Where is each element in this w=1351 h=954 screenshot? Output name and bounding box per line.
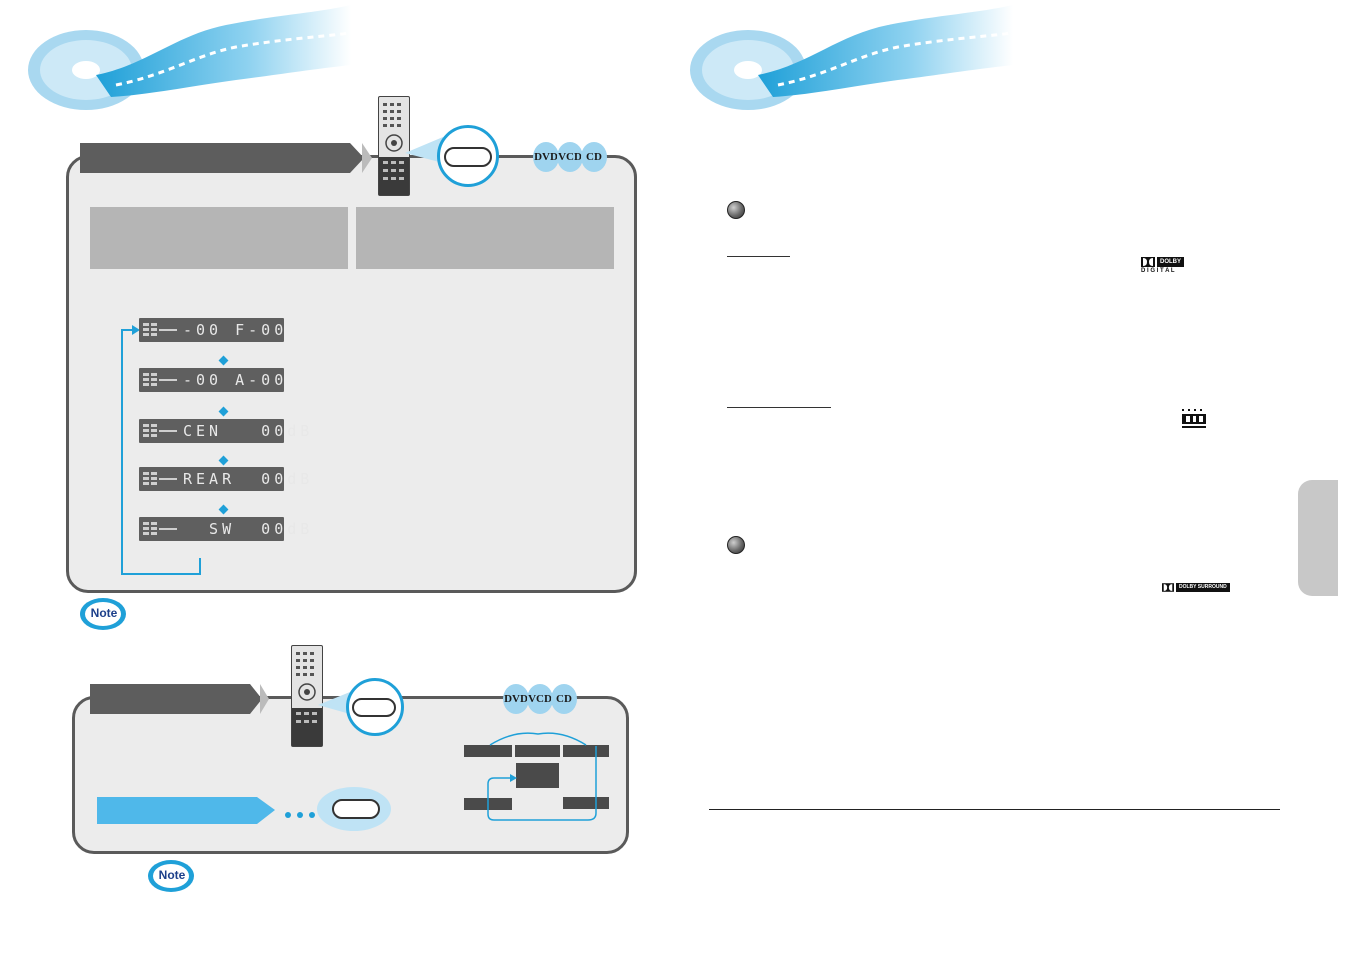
- tab-arrow-2: [260, 684, 269, 714]
- display-text: -00 A-00: [183, 371, 288, 389]
- magnifier-pointer-2: [318, 692, 350, 714]
- dts-logo: [1182, 409, 1206, 428]
- badge-vcd: VCD: [527, 684, 553, 714]
- display-text: SW 00dB: [183, 520, 314, 538]
- instruction-arrow-bar: [97, 797, 275, 824]
- step-box-right: [356, 207, 614, 269]
- test-tone-button[interactable]: [444, 147, 492, 167]
- mode-label-3: [563, 745, 609, 757]
- badge-cd: CD: [581, 142, 607, 172]
- dolby-surround-text: DOLBY SURROUND: [1176, 583, 1230, 592]
- panel-title-tab-2: [90, 684, 250, 714]
- note-label: Note: [90, 606, 118, 620]
- badge-cd: CD: [551, 684, 577, 714]
- display-subwoofer: SW 00dB: [139, 517, 309, 541]
- note-label: Note: [158, 868, 186, 882]
- cd-film-header-right: [690, 5, 1013, 110]
- dots: [284, 806, 318, 824]
- section-bullet-2: [727, 536, 745, 554]
- display-text: -00 F-00: [183, 321, 288, 339]
- cycle-loop-line: [121, 325, 201, 575]
- mode-label-1: [464, 745, 512, 757]
- display-rear-level: REAR 00dB: [139, 467, 309, 491]
- display-center: CEN 00dB: [139, 419, 309, 443]
- step-box-left: [90, 207, 348, 269]
- tab-arrow: [350, 143, 364, 173]
- disc-badges-2: DVD VCD CD: [503, 684, 583, 714]
- dolby-digital-logo: DOLBY D I G I T A L: [1141, 257, 1191, 277]
- mode-label-center: [516, 763, 559, 788]
- note-badge: Note: [80, 598, 128, 636]
- display-text: CEN 00dB: [183, 422, 314, 440]
- display-front: -00 F-00: [139, 318, 284, 342]
- press-button-illustration[interactable]: [332, 799, 380, 819]
- mode-label-5: [563, 797, 609, 809]
- badge-dvd: DVD: [503, 684, 529, 714]
- mode-button[interactable]: [352, 698, 396, 717]
- dolby-digital-bottom: D I G I T A L: [1141, 268, 1175, 274]
- mode-cycle-lines: [487, 732, 597, 821]
- heading-underline: [727, 256, 790, 257]
- section-bullet: [727, 201, 745, 219]
- chapter-side-tab: [1298, 480, 1338, 596]
- note-badge-2: Note: [148, 860, 196, 898]
- dolby-surround-logo: DOLBY SURROUND: [1162, 583, 1234, 593]
- dolby-digital-top: DOLBY: [1157, 257, 1184, 267]
- badge-vcd: VCD: [557, 142, 583, 172]
- magnifier-pointer: [405, 137, 443, 163]
- badge-dvd: DVD: [533, 142, 559, 172]
- display-rear: -00 A-00: [139, 368, 284, 392]
- footer-rule: [709, 809, 1280, 810]
- display-text: REAR 00dB: [183, 470, 314, 488]
- remote-control-image-2: [291, 645, 323, 747]
- disc-badges: DVD VCD CD: [533, 142, 613, 172]
- remote-control-image: [378, 96, 410, 196]
- mode-label-2: [515, 745, 560, 757]
- cd-film-header-left: [28, 5, 351, 110]
- panel-title-tab: [80, 143, 350, 173]
- tab-arrow-2: [362, 143, 372, 173]
- tab-arrow: [250, 684, 262, 714]
- heading-underline-2: [727, 407, 831, 408]
